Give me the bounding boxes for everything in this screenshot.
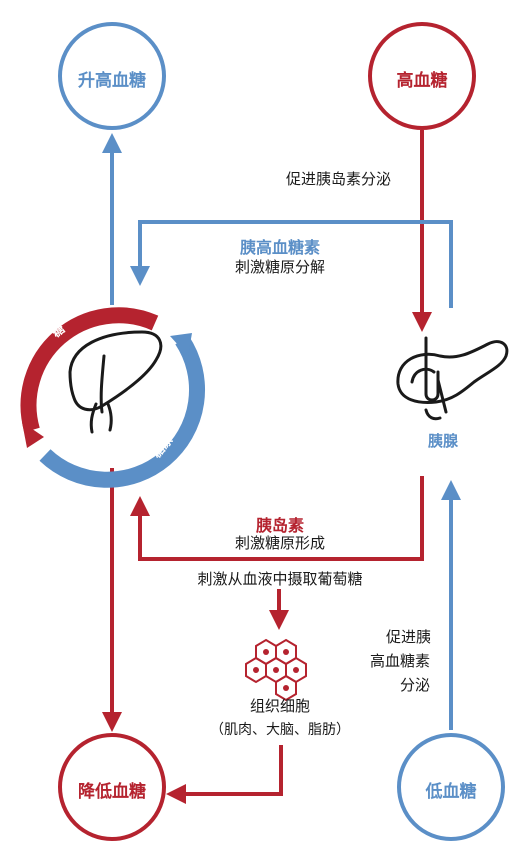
sugar-ring-arc [20, 307, 159, 433]
cells-icon [245, 638, 307, 702]
pancreas-label: 胰腺 [428, 432, 459, 450]
glucagon-arrow [130, 220, 453, 308]
high-glucose-label: 高血糖 [396, 71, 448, 91]
promote-glucagon-line1: 促进胰 [386, 628, 432, 646]
glycogen-ring-arc [39, 335, 206, 488]
liver-label: 肝脏 [96, 435, 127, 453]
insulin-action: 刺激糖原形成 [234, 534, 326, 552]
uptake-label: 刺激从血液中摄取葡萄糖 [197, 570, 363, 588]
tissue-detail: （肌肉、大脑、脂肪） [210, 722, 350, 738]
tissue-name: 组织细胞 [249, 697, 311, 715]
pancreas-icon [396, 336, 509, 421]
low-glucose-label: 低血糖 [425, 782, 477, 802]
promote-insulin-label: 促进胰岛素分泌 [286, 170, 392, 188]
lower-glucose-circle [58, 733, 166, 841]
raise-glucose-label: 升高血糖 [78, 71, 146, 91]
low-glucose-circle [397, 733, 505, 841]
glycogen-ring-arrowhead [170, 333, 192, 356]
insulin-title: 胰岛素 [255, 516, 305, 535]
promote-glucagon-line3: 分泌 [400, 676, 431, 694]
sugar-ring-arrowhead [22, 422, 44, 448]
raise-glucose-circle [58, 22, 166, 130]
liver-icon [68, 330, 163, 434]
tissue-to-lower-arrow [166, 745, 283, 804]
liver-cycle-ring [20, 307, 206, 488]
insulin-arrow [130, 476, 424, 561]
lower-glucose-label: 降低血糖 [78, 782, 146, 802]
glucagon-action: 刺激糖原分解 [234, 258, 326, 276]
high-glucose-circle [368, 22, 476, 130]
glucagon-title: 胰高血糖素 [239, 238, 321, 257]
promote-glucagon-line2: 高血糖素 [370, 652, 431, 670]
